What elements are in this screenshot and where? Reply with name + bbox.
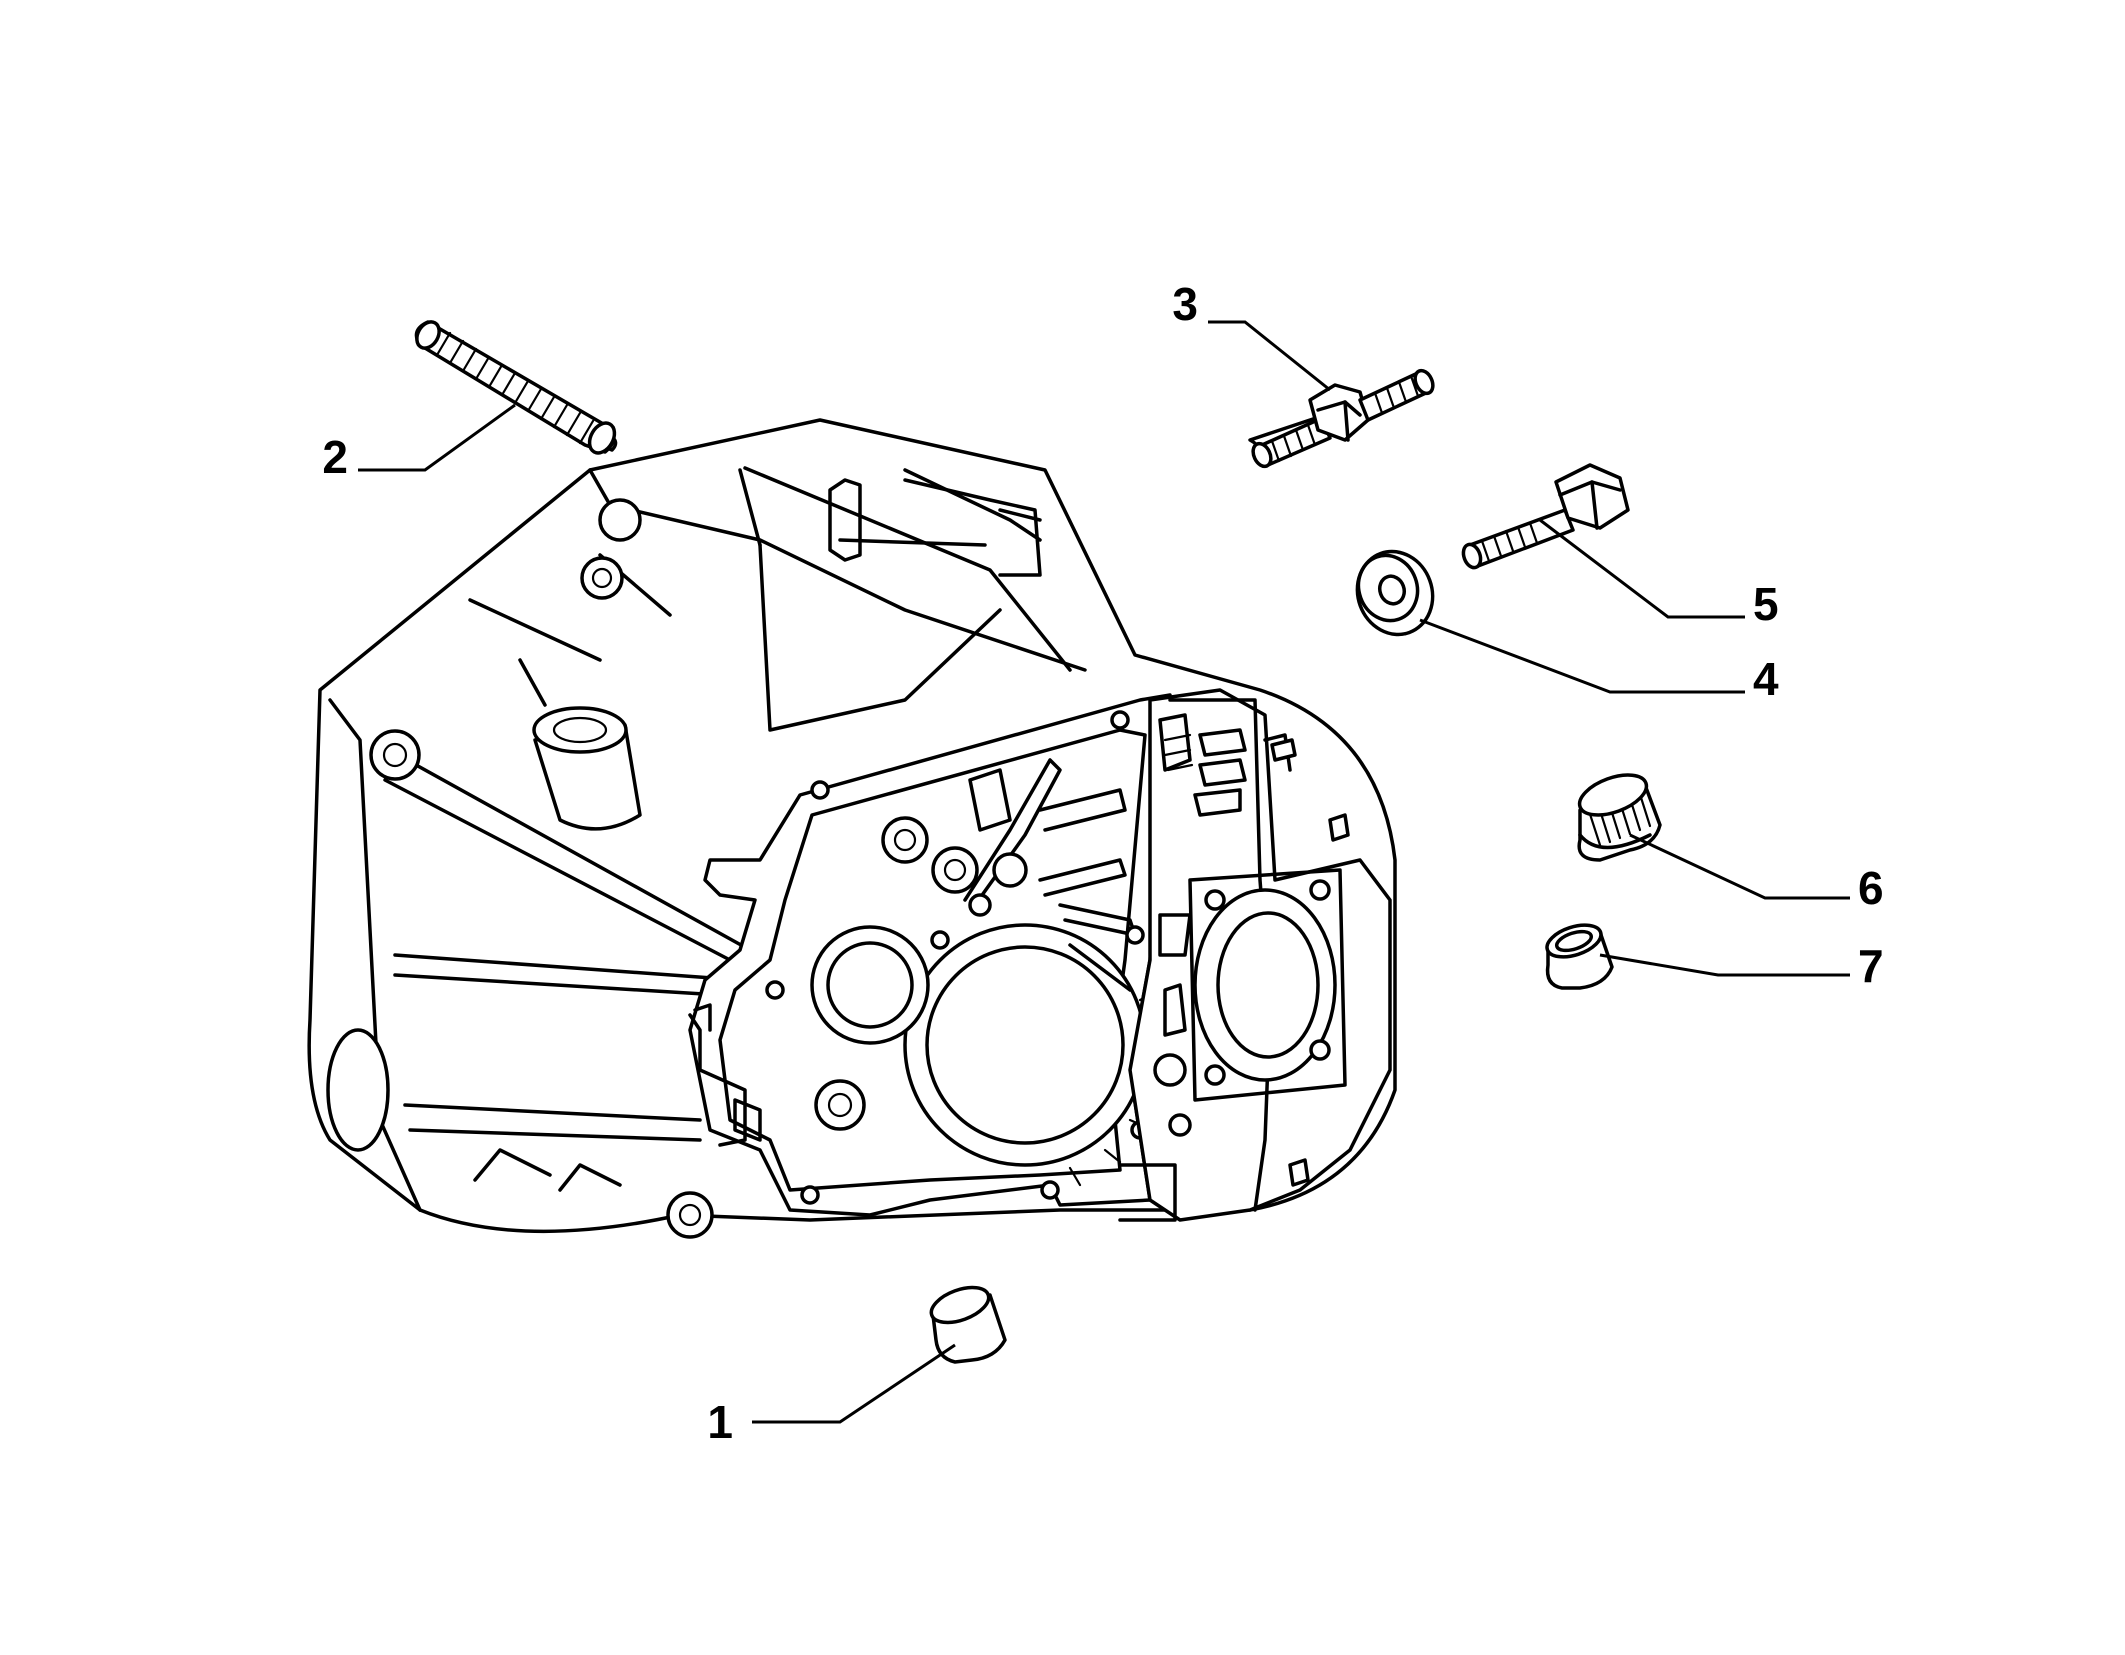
- leader-5: [1539, 518, 1745, 619]
- leader-7: [1599, 953, 1850, 977]
- callout-5: 5: [1753, 578, 1779, 630]
- dowel-pin-icon: [929, 1285, 1007, 1364]
- washer-icon: [1355, 549, 1435, 637]
- leader-4: [1419, 618, 1745, 694]
- callout-7: 7: [1858, 940, 1884, 992]
- callout-3: 3: [1172, 278, 1198, 330]
- stud-icon: [414, 320, 618, 455]
- callout-6: 6: [1858, 862, 1884, 914]
- bolt-icon: [1461, 463, 1630, 570]
- callout-4: 4: [1753, 653, 1779, 705]
- callout-2: 2: [322, 431, 348, 483]
- callout-1: 1: [707, 1396, 733, 1448]
- threaded-plug-icon: [1577, 773, 1662, 862]
- leader-3: [1208, 320, 1331, 392]
- double-stud-icon: [1248, 368, 1435, 469]
- gearbox-housing-icon: [307, 418, 1397, 1239]
- leader-1: [752, 1343, 956, 1424]
- leader-2: [358, 403, 516, 472]
- leader-lines: [358, 320, 1850, 1424]
- leader-6: [1629, 833, 1850, 900]
- bush-icon: [1545, 923, 1614, 990]
